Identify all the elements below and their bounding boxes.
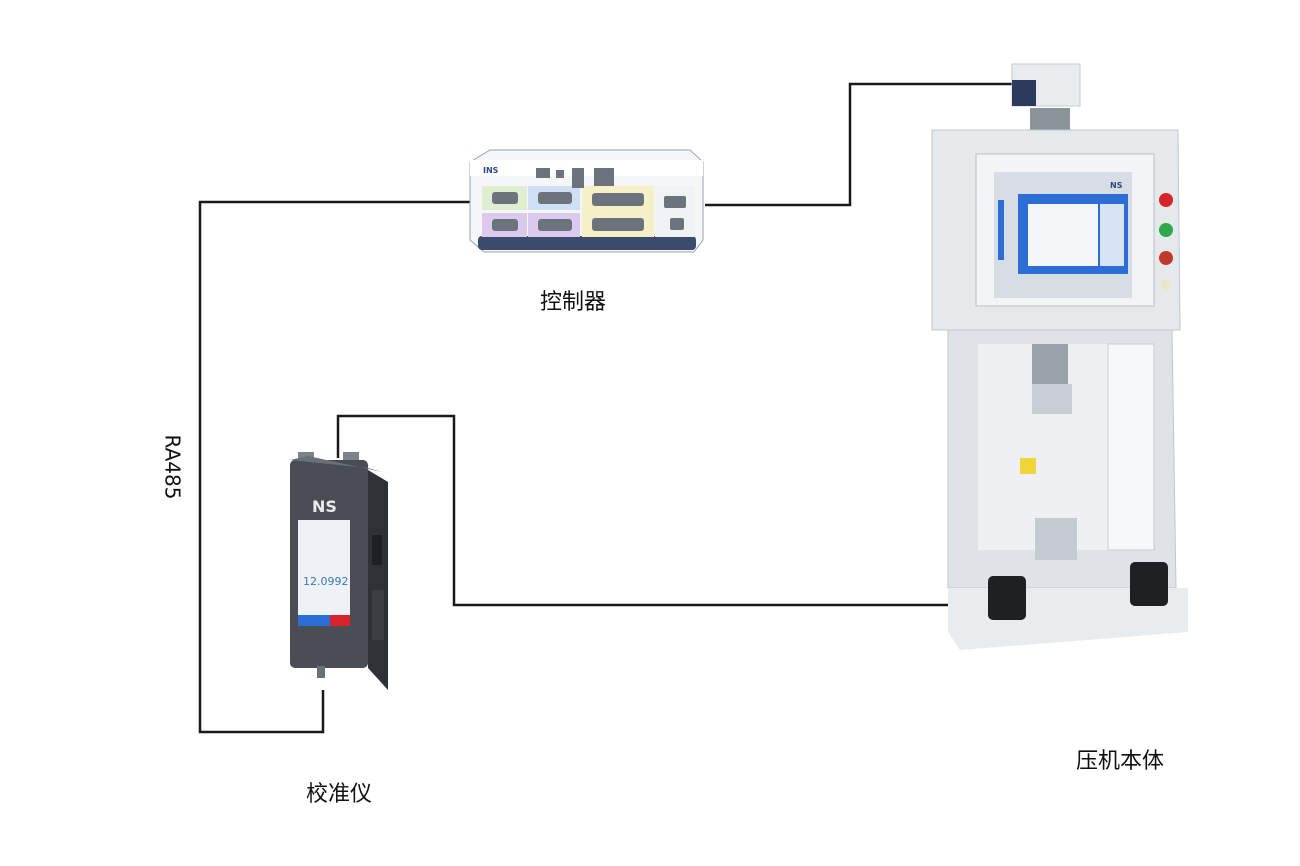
press-brand: NS	[1110, 181, 1123, 190]
line-controller-to-press	[705, 82, 1012, 207]
line-calibrator-to-press	[336, 414, 948, 607]
controller-brand: INS	[483, 166, 499, 175]
link-label: RA485	[160, 434, 185, 500]
calibrator-label: 校准仪	[306, 782, 373, 807]
controller-label: 控制器	[540, 290, 607, 315]
calibrator-brand: NS	[312, 497, 337, 516]
connection-lines	[198, 82, 1012, 734]
press-label: 压机本体	[1076, 749, 1165, 774]
line-controller-to-calibrator	[198, 200, 470, 734]
press-machine: NS	[931, 63, 1188, 650]
controller-device: INS	[469, 149, 704, 253]
calibrator-device: 12.0992 NS	[290, 452, 388, 690]
calibrator-reading: 12.0992	[303, 575, 349, 588]
